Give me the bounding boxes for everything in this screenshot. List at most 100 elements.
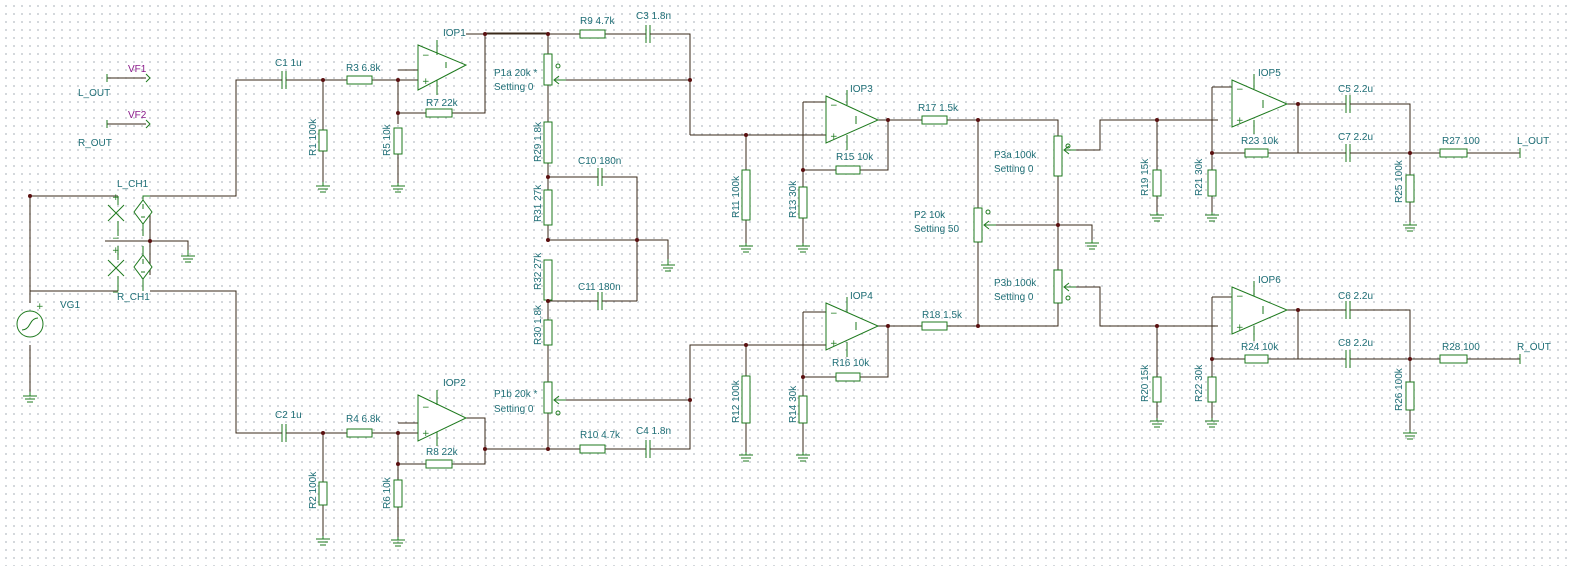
resistor-r20 — [1152, 376, 1162, 403]
label-r20: R20 15k — [1140, 364, 1151, 402]
grounds — [23, 182, 1417, 547]
label-c5: C5 2.2u — [1338, 84, 1373, 95]
label-c10: C10 180n — [578, 156, 621, 167]
label-p3b: P3b 100k — [994, 278, 1037, 289]
ground-icon — [316, 536, 330, 546]
label-r10: R10 4.7k — [580, 430, 621, 441]
label-c2: C2 1u — [275, 410, 302, 421]
ground-icon — [391, 183, 405, 193]
resistor-r15 — [835, 165, 861, 175]
label-r25: R25 100k — [1394, 159, 1405, 203]
resistor-r3 — [346, 75, 373, 85]
label-r19: R19 15k — [1140, 158, 1151, 196]
svg-text:+: + — [112, 246, 120, 256]
label-p2: P2 10k — [914, 210, 946, 221]
label-r24: R24 10k — [1241, 342, 1279, 353]
label-r9: R9 4.7k — [580, 16, 615, 27]
resistor-r28 — [1439, 354, 1468, 364]
resistor-r24 — [1244, 354, 1269, 364]
resistor-r19 — [1152, 169, 1162, 197]
resistor-r1 — [318, 129, 328, 152]
ground-icon — [796, 243, 810, 253]
ground-icon — [23, 392, 37, 403]
probe-label-r-out: R_OUT — [78, 138, 112, 149]
capacitor-c3 — [645, 25, 651, 43]
controlled-source-l-ch1: +− — [107, 193, 153, 244]
sources: + +− +− — [16, 193, 153, 338]
probe-label-vf1: VF1 — [128, 64, 147, 75]
resistor-r26 — [1405, 381, 1415, 411]
label-r1: R1 100k — [308, 118, 319, 156]
capacitor-c6 — [1345, 301, 1351, 319]
ground-icon — [391, 537, 405, 547]
capacitor-c1 — [281, 71, 287, 89]
capacitor-c7 — [1345, 144, 1351, 162]
label-r30: R30 1.8k — [533, 304, 544, 345]
resistor-r7 — [425, 108, 453, 118]
svg-text:+: + — [112, 193, 120, 203]
ground-icon — [1205, 212, 1219, 222]
resistor-r6 — [393, 479, 403, 508]
pot-p1b — [543, 381, 553, 414]
label-r11: R11 100k — [731, 175, 742, 218]
resistor-r18 — [921, 321, 948, 331]
label-p1b-setting: Setting 0 — [494, 404, 534, 415]
label-r17: R17 1.5k — [918, 103, 959, 114]
probe-label-l-out: L_OUT — [78, 88, 110, 99]
label-r23: R23 10k — [1241, 136, 1279, 147]
pot-p2 — [973, 207, 983, 243]
opamp-iop3: −+ — [825, 90, 880, 150]
probe-label-vf2: VF2 — [128, 110, 147, 121]
opamp-iop2: −+ — [417, 390, 468, 446]
ground-icon — [796, 452, 810, 462]
ground-icon — [739, 243, 753, 253]
opamp-iop6: −+ — [1231, 281, 1289, 341]
svg-text:−: − — [830, 101, 838, 111]
label-c3: C3 1.8n — [636, 11, 671, 22]
ground-icon — [1150, 418, 1164, 428]
ground-icon — [1150, 212, 1164, 222]
label-c8: C8 2.2u — [1338, 338, 1373, 349]
label-iop5: IOP5 — [1258, 68, 1281, 79]
label-r27: R27 100 — [1442, 136, 1480, 147]
svg-text:+: + — [422, 77, 430, 87]
label-r22: R22 30k — [1194, 364, 1205, 402]
capacitor-c11 — [597, 292, 603, 310]
label-r29: R29 1.8k — [533, 121, 544, 162]
opamp-iop1: −+ — [417, 40, 468, 95]
label-c7: C7 2.2u — [1338, 132, 1373, 143]
label-r28: R28 100 — [1442, 342, 1480, 353]
label-r4: R4 6.8k — [346, 414, 381, 425]
potentiometers — [543, 53, 1076, 416]
label-r7: R7 22k — [426, 98, 459, 109]
resistor-r14 — [798, 395, 808, 424]
label-iop1: IOP1 — [443, 28, 466, 39]
probes — [106, 73, 1521, 364]
resistor-r9 — [579, 29, 606, 39]
ground-icon — [1085, 240, 1099, 250]
label-iop6: IOP6 — [1258, 275, 1281, 286]
capacitor-c4 — [645, 440, 651, 458]
resistor-r32 — [543, 259, 553, 301]
label-r8: R8 22k — [426, 447, 459, 458]
voltage-probe-icon — [145, 73, 151, 129]
controlled-source-r-ch1: +− — [107, 246, 153, 298]
label-r31: R31 27k — [533, 184, 544, 222]
svg-text:−: − — [112, 288, 120, 298]
svg-text:−: − — [112, 234, 120, 244]
svg-text:+: + — [422, 429, 430, 439]
label-r12: R12 100k — [731, 379, 742, 423]
label-l-ch1: L_CH1 — [117, 179, 149, 190]
opamps: −+ −+ −+ −+ −+ −+ — [417, 40, 1289, 446]
resistor-r22 — [1207, 376, 1217, 403]
label-p1a-setting: Setting 0 — [494, 82, 534, 93]
pot-p3b — [1053, 269, 1063, 304]
resistor-r11 — [741, 169, 751, 221]
label-l-out: L_OUT — [1517, 136, 1549, 147]
label-r16: R16 10k — [832, 358, 870, 369]
label-r13: R13 30k — [788, 180, 799, 218]
svg-text:−: − — [1236, 85, 1244, 95]
labels: VF1 L_OUT VF2 R_OUT L_CH1 R_CH1 VG1 C1 1… — [60, 11, 1551, 509]
svg-text:−: − — [1236, 292, 1244, 302]
